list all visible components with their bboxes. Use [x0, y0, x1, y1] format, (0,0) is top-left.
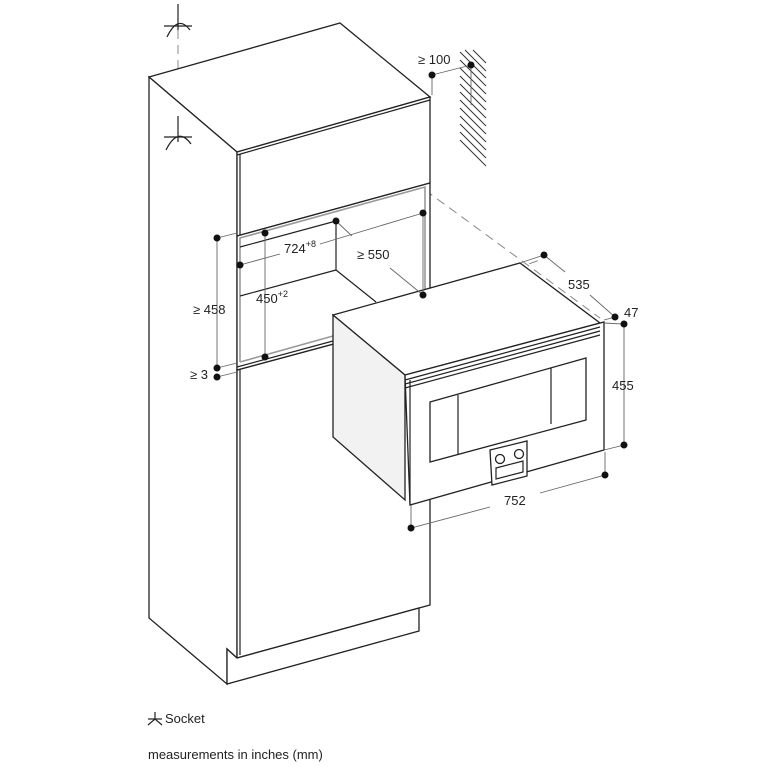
knob-left — [494, 453, 506, 465]
wall-hatch — [459, 49, 487, 167]
legend-socket-icon — [147, 712, 163, 726]
units-note: measurements in inches (mm) — [148, 747, 323, 762]
niche-height-label: 450+2 — [256, 289, 288, 306]
niche-width-label: 724+8 — [284, 239, 316, 256]
appliance-height-label: 455 — [612, 378, 634, 393]
appliance-depth-label: 535 — [568, 277, 590, 292]
socket-symbol-icon — [164, 4, 192, 151]
outer-height-label: ≥ 458 — [193, 302, 225, 317]
oven-appliance — [331, 262, 605, 506]
gap-label: ≥ 3 — [190, 367, 208, 382]
dimension-points — [213, 61, 628, 532]
niche-depth-label: ≥ 550 — [357, 247, 389, 262]
knob-right — [513, 448, 525, 460]
legend-socket-label: Socket — [165, 711, 205, 726]
front-depth-label: 47 — [624, 305, 638, 320]
dimension-lines — [216, 64, 625, 529]
appliance-width-label: 752 — [504, 493, 526, 508]
top-clearance-label: ≥ 100 — [418, 52, 450, 67]
